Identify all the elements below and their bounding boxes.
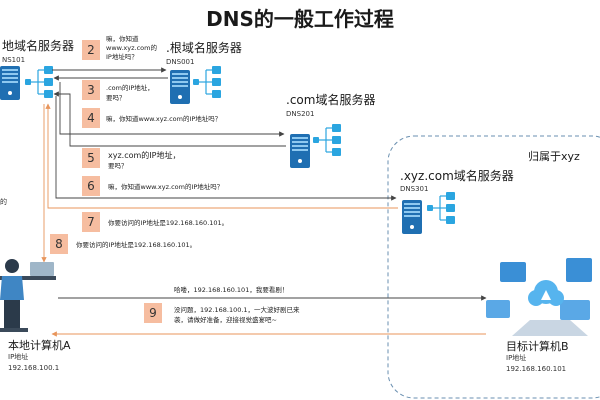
computer-b-illustration xyxy=(486,258,592,336)
step-6-box xyxy=(82,176,100,196)
com-dns-name: .com域名服务器 xyxy=(286,92,375,107)
step-5-line-2: 要吗？ xyxy=(108,162,128,170)
person-legs-icon xyxy=(4,300,20,328)
step-7-line-1: 你要访问的IP地址是192.168.160.101。 xyxy=(108,218,228,227)
laptop-icon xyxy=(30,262,54,276)
step-8: 8 你要访问的IP地址是192.168.160.101。 xyxy=(50,234,196,254)
step-3-number: 3 xyxy=(87,83,95,97)
step-8-box xyxy=(50,234,68,254)
step-2: 2 嘛，你知道 www.xyz.com的 IP地址吗？ xyxy=(82,34,157,61)
step-5-line-1: xyz.com的IP地址， xyxy=(108,150,180,160)
com-dns-id: DNS201 xyxy=(286,110,314,118)
arrow-step-4 xyxy=(59,82,285,137)
step-7: 7 你要访问的IP地址是192.168.160.101。 xyxy=(82,212,228,232)
arrow-step-5 xyxy=(53,91,286,147)
cloud-icon-part xyxy=(528,290,544,306)
step-9: 9 没问题，192.168.100.1，一大波好剧已来 袭，请做好准备，迎接视觉… xyxy=(144,303,300,324)
step-3-line-1: .com的IP地址， xyxy=(106,83,154,92)
arrow-step-7 xyxy=(45,103,398,209)
xyz-zone-boundary xyxy=(387,135,600,399)
computer-a-illustration xyxy=(0,259,56,332)
window-icon-4 xyxy=(560,300,590,320)
step-2-line-3: IP地址吗？ xyxy=(106,52,138,61)
xyz-dns-network-icon xyxy=(426,191,456,225)
root-dns-name: .根域名服务器 xyxy=(166,40,242,55)
step-5-number: 5 xyxy=(87,151,95,165)
local-dns-network-icon xyxy=(24,65,54,99)
step-9-line-1: 没问题，192.168.100.1，一大波好剧已来 xyxy=(174,305,300,314)
arrow-step-6 xyxy=(55,96,397,201)
local-dns-server-icon xyxy=(0,66,20,100)
step-3: 3 .com的IP地址， 要吗？ xyxy=(82,80,154,102)
desk-icon xyxy=(0,276,56,280)
step-3-box xyxy=(82,80,100,100)
step-3-line-2: 要吗？ xyxy=(106,94,126,102)
step-5-box xyxy=(82,148,100,168)
computer-b-ip-label: IP地址 xyxy=(506,353,526,362)
local-dns-name: 地域名服务器 xyxy=(2,38,74,53)
person-body-icon xyxy=(0,276,24,300)
step-6-number: 6 xyxy=(87,179,95,193)
com-dns-server-icon xyxy=(290,134,310,168)
person-head-icon xyxy=(5,259,19,273)
zone-label: 归属于xyz xyxy=(528,149,580,163)
root-dns-id: DNS001 xyxy=(166,58,194,66)
step-4: 4 嘛，你知道www.xyz.com的IP地址吗？ xyxy=(82,108,221,128)
upload-arrow-icon xyxy=(541,290,551,300)
com-dns-network-icon xyxy=(312,123,342,157)
step-9-box xyxy=(144,303,162,323)
root-dns-server-icon xyxy=(170,70,190,104)
step-4-box xyxy=(82,108,100,128)
step-4-number: 4 xyxy=(87,111,95,125)
computer-a-ip-label: IP地址 xyxy=(8,352,28,361)
step-2-line-1: 嘛，你知道 xyxy=(106,34,139,43)
step-2-box xyxy=(82,40,100,60)
step-6: 6 嘛，你知道www.xyz.com的IP地址吗？ xyxy=(82,176,223,196)
step-2-line-2: www.xyz.com的 xyxy=(106,43,157,52)
step-6-line-1: 嘛，你知道www.xyz.com的IP地址吗？ xyxy=(108,182,223,191)
chair-icon xyxy=(0,328,28,332)
window-icon-2 xyxy=(566,258,592,282)
xyz-dns-name: .xyz.com域名服务器 xyxy=(400,168,514,183)
xyz-dns-id: DNS301 xyxy=(400,185,428,193)
step-9-line-2: 袭，请做好准备，迎接视觉盛宴吧~ xyxy=(174,315,277,324)
window-icon-1 xyxy=(500,262,526,282)
computer-b-ip: 192.168.160.101 xyxy=(506,365,566,373)
computer-b-name: 目标计算机B xyxy=(506,339,569,353)
root-dns-network-icon xyxy=(192,65,222,99)
hello-message: 哈喽，192.168.160.101，我要看剧！ xyxy=(174,285,288,294)
computer-a-ip: 192.168.100.1 xyxy=(8,364,59,372)
cloud-icon-part-2 xyxy=(548,290,564,306)
step-9-number: 9 xyxy=(149,306,157,320)
step-8-line-1: 你要访问的IP地址是192.168.160.101。 xyxy=(76,240,196,249)
local-dns-side-text: 的 xyxy=(0,197,7,206)
local-dns-id: NS101 xyxy=(2,56,25,64)
window-icon-3 xyxy=(486,300,510,318)
step-7-box xyxy=(82,212,100,232)
step-4-line-1: 嘛，你知道www.xyz.com的IP地址吗？ xyxy=(106,114,221,123)
step-7-number: 7 xyxy=(87,215,95,229)
step-5: 5 xyz.com的IP地址， 要吗？ xyxy=(82,148,180,170)
platform-icon xyxy=(512,320,588,336)
step-2-number: 2 xyxy=(87,43,95,57)
step-8-number: 8 xyxy=(55,237,63,251)
steps-group: 2 嘛，你知道 www.xyz.com的 IP地址吗？ 3 .com的IP地址，… xyxy=(50,34,300,324)
page-title: DNS的一般工作过程 xyxy=(206,7,394,31)
computer-a-name: 本地计算机A xyxy=(8,338,71,352)
xyz-dns-server-icon xyxy=(402,200,422,234)
